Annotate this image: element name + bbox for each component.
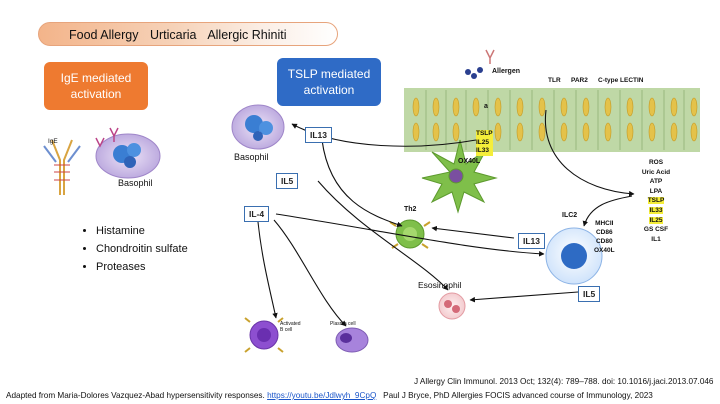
list-item: Proteases xyxy=(96,258,188,276)
citation: J Allergy Clin Immunol. 2013 Oct; 132(4)… xyxy=(414,377,714,386)
footer-credit: Adapted from Maria-Dolores Vazquez-Abad … xyxy=(6,391,653,400)
c-type-lectin-label: C-type LECTIN xyxy=(598,77,644,84)
il13-box-top: IL13 xyxy=(305,127,333,143)
marker-cd80: CD80 xyxy=(595,238,613,245)
footer-prefix: Adapted from Maria-Dolores Vazquez-Abad … xyxy=(6,391,265,400)
marker-cd86: CD86 xyxy=(595,229,613,236)
mediator-il25: IL25 xyxy=(649,216,663,224)
plasma-cell-icon xyxy=(335,327,369,353)
tissue-fragment-label: a xyxy=(484,103,488,110)
ilc2-cell-icon xyxy=(545,227,603,285)
cytokine-tslp: TSLP xyxy=(476,130,493,139)
par2-label: PAR2 xyxy=(571,77,588,84)
mediators-list: ROS Uric Acid ATP LPA TSLP IL33 IL25 GS … xyxy=(636,158,676,244)
mediator-il1: IL1 xyxy=(651,235,661,243)
il5-box-left: IL5 xyxy=(276,173,299,189)
il5-box-right: IL5 xyxy=(578,286,601,302)
basophil-left-icon xyxy=(95,127,161,179)
mediator-tslp: TSLP xyxy=(647,197,665,205)
epithelial-cells xyxy=(412,97,698,142)
source-video-link[interactable]: https://youtu.be/Jdlwyh_9CpQ xyxy=(267,391,377,400)
ige-mediated-box: IgE mediated activation xyxy=(44,62,148,110)
basophil-top-label: Basophil xyxy=(234,152,269,162)
eosinophil-label: Esosinophil xyxy=(418,280,462,290)
list-item: Histamine xyxy=(96,222,188,240)
mediator-atp: ATP xyxy=(649,178,663,186)
disease-banner: Food Allergy Urticaria Allergic Rhiniti xyxy=(38,22,338,46)
basophil-left-label: Basophil xyxy=(118,178,153,188)
basophil-top-icon xyxy=(231,104,285,150)
mediator-il33: IL33 xyxy=(649,206,663,214)
allergen-label: Allergen xyxy=(492,68,521,75)
il13-box-right: IL13 xyxy=(518,233,546,249)
eosinophil-icon xyxy=(438,292,466,320)
epithelial-cytokines: TSLP IL25 IL33 xyxy=(476,130,493,156)
list-item: Chondroitin sulfate xyxy=(96,240,188,258)
il4-box: IL-4 xyxy=(244,206,270,222)
plasma-cell-label: Plasma cell xyxy=(330,321,356,327)
cytokine-il25: IL25 xyxy=(476,138,493,148)
mediator-uric-acid: Uric Acid xyxy=(641,168,671,176)
marker-mhcii: MHCII xyxy=(595,220,614,227)
banner-item-urticaria: Urticaria xyxy=(149,28,197,42)
ilc2-markers: MHCII CD86 CD80 OX40L xyxy=(594,219,615,255)
banner-item-food-allergy: Food Allergy xyxy=(69,28,139,42)
tlr-label: TLR xyxy=(548,77,561,84)
ox40l-label: OX40L xyxy=(458,158,481,165)
ige-label: IgE xyxy=(48,138,58,145)
dendritic-cell-icon xyxy=(421,139,498,214)
banner-item-allergic-rhinitis: Allergic Rhiniti xyxy=(207,28,287,42)
activated-b-cell-icon xyxy=(244,317,284,353)
cytokine-il33: IL33 xyxy=(476,147,493,156)
mediator-lpa: LPA xyxy=(649,187,663,195)
mediator-ros: ROS xyxy=(648,159,664,166)
ige-antibody-icon xyxy=(43,139,81,195)
mediator-gs-csf: GS CSF xyxy=(643,226,669,234)
tslp-mediated-box: TSLP mediated activation xyxy=(277,58,381,106)
allergen-icon xyxy=(465,49,495,79)
mediator-list: Histamine Chondroitin sulfate Proteases xyxy=(82,222,188,276)
footer-suffix: Paul J Bryce, PhD Allergies FOCIS advanc… xyxy=(383,391,653,400)
th2-label: Th2 xyxy=(404,206,417,213)
marker-ox40l: OX40L xyxy=(594,247,615,254)
ilc2-label: ILC2 xyxy=(562,212,578,219)
activated-b-cell-label: Activated B cell xyxy=(280,321,301,333)
